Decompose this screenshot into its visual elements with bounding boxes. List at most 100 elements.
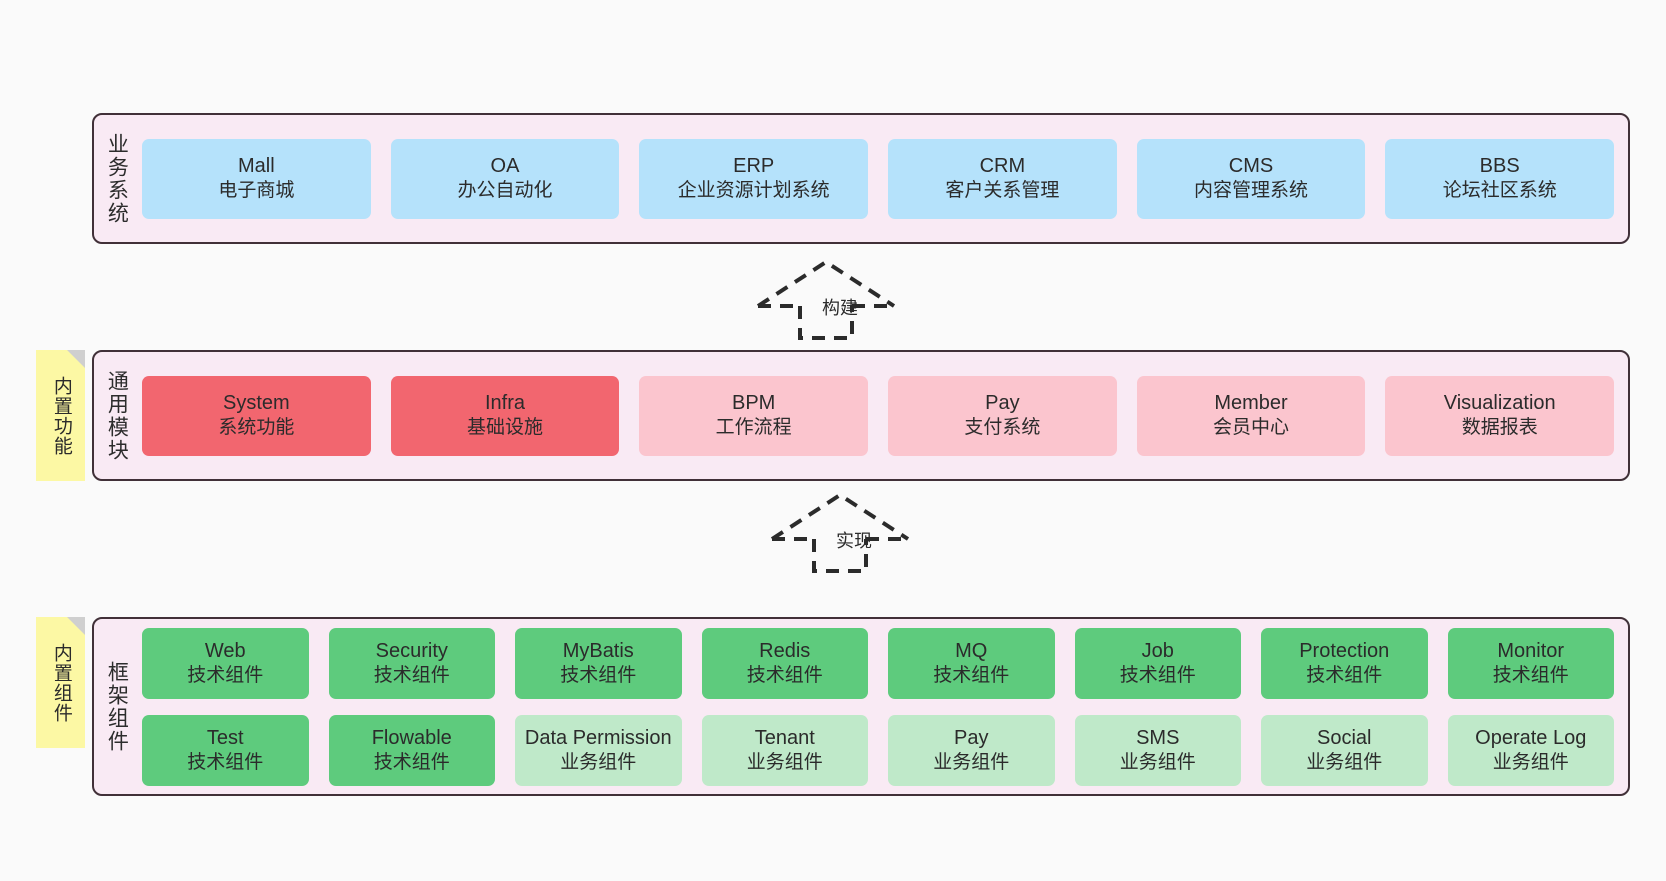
card-row: Mall 电子商城 OA 办公自动化 ERP 企业资源计划系统 CRM 客户关系… [142, 138, 1615, 219]
card-title: Pay [985, 392, 1020, 415]
card-cms[interactable]: CMS 内容管理系统 [1136, 138, 1366, 219]
card-title: Operate Log [1475, 726, 1587, 749]
card-erp[interactable]: ERP 企业资源计划系统 [639, 138, 869, 219]
card-title: Member [1214, 392, 1288, 415]
card-monitor[interactable]: Monitor 技术组件 [1447, 627, 1614, 699]
card-subtitle: 系统功能 [218, 417, 295, 439]
card-test[interactable]: Test 技术组件 [142, 714, 309, 786]
card-title: Test [206, 726, 244, 749]
card-title: Data Permission [524, 726, 672, 749]
card-subtitle: 客户关系管理 [945, 180, 1060, 202]
layer-title-framework-components: 框架组件 [105, 660, 129, 753]
card-pay-module[interactable]: Pay 支付系统 [888, 375, 1117, 456]
arrow-stem-outline [812, 539, 868, 573]
sticky-note-builtin-component: 内置组件 [36, 617, 85, 748]
sticky-note-label: 内置功能 [50, 375, 72, 456]
card-flowable[interactable]: Flowable 技术组件 [328, 714, 495, 786]
card-title: Web [204, 639, 246, 662]
card-web[interactable]: Web 技术组件 [142, 627, 309, 699]
card-data-permission[interactable]: Data Permission 业务组件 [515, 714, 682, 786]
card-redis[interactable]: Redis 技术组件 [701, 627, 868, 699]
arrow-label-implement: 实现 [836, 531, 872, 551]
card-title: Visualization [1443, 392, 1556, 415]
card-subtitle: 企业资源计划系统 [677, 180, 830, 202]
card-subtitle: 电子商城 [218, 180, 295, 202]
card-subtitle: 支付系统 [964, 417, 1041, 439]
card-system[interactable]: System 系统功能 [142, 375, 371, 456]
card-title: Flowable [371, 726, 452, 749]
card-grid-common-modules: System 系统功能 Infra 基础设施 BPM 工作流程 Pay 支付系统… [138, 352, 1628, 479]
card-mall[interactable]: Mall 电子商城 [142, 138, 371, 219]
card-oa[interactable]: OA 办公自动化 [390, 138, 620, 219]
card-title: Pay [954, 726, 989, 749]
arrow-build: 构建 [756, 258, 902, 340]
sticky-note-builtin-function: 内置功能 [36, 350, 85, 481]
card-title: System [222, 392, 290, 415]
card-mybatis[interactable]: MyBatis 技术组件 [515, 627, 682, 699]
card-pay-component[interactable]: Pay 业务组件 [888, 714, 1055, 786]
card-subtitle: 技术组件 [933, 664, 1010, 686]
card-subtitle: 技术组件 [746, 664, 823, 686]
card-title: BBS [1479, 155, 1520, 178]
card-title: ERP [733, 155, 775, 178]
layer-common-modules: 通用模块 System 系统功能 Infra 基础设施 BPM 工作流程 Pay… [92, 350, 1630, 481]
card-protection[interactable]: Protection 技术组件 [1261, 627, 1428, 699]
arrow-label-build: 构建 [822, 298, 858, 318]
card-row: Test 技术组件 Flowable 技术组件 Data Permission … [142, 714, 1614, 786]
arrow-stem-outline [798, 306, 854, 340]
card-subtitle: 业务组件 [1119, 751, 1196, 773]
sticky-note-label: 内置组件 [50, 642, 72, 723]
card-bbs[interactable]: BBS 论坛社区系统 [1385, 138, 1615, 219]
card-subtitle: 技术组件 [1306, 664, 1383, 686]
card-security[interactable]: Security 技术组件 [328, 627, 495, 699]
card-subtitle: 基础设施 [467, 417, 544, 439]
card-operate-log[interactable]: Operate Log 业务组件 [1447, 714, 1614, 786]
card-bpm[interactable]: BPM 工作流程 [639, 375, 869, 456]
card-visualization[interactable]: Visualization 数据报表 [1385, 375, 1615, 456]
card-title: CRM [979, 155, 1026, 178]
card-subtitle: 技术组件 [373, 664, 450, 686]
card-subtitle: 业务组件 [933, 751, 1010, 773]
card-mq[interactable]: MQ 技术组件 [888, 627, 1055, 699]
card-title: Infra [484, 392, 526, 415]
card-subtitle: 技术组件 [187, 751, 264, 773]
card-subtitle: 业务组件 [1306, 751, 1383, 773]
card-grid-business-systems: Mall 电子商城 OA 办公自动化 ERP 企业资源计划系统 CRM 客户关系… [138, 115, 1628, 242]
card-subtitle: 技术组件 [1492, 664, 1569, 686]
card-sms[interactable]: SMS 业务组件 [1074, 714, 1241, 786]
card-title: Protection [1299, 639, 1390, 662]
card-subtitle: 技术组件 [187, 664, 264, 686]
card-subtitle: 业务组件 [560, 751, 637, 773]
card-title: Monitor [1497, 639, 1565, 662]
card-title: Redis [759, 639, 811, 662]
card-grid-framework-components: Web 技术组件 Security 技术组件 MyBatis 技术组件 Redi… [138, 619, 1628, 794]
card-title: SMS [1136, 726, 1180, 749]
card-subtitle: 技术组件 [560, 664, 637, 686]
card-subtitle: 论坛社区系统 [1442, 180, 1557, 202]
layer-title-common-modules: 通用模块 [105, 369, 129, 462]
card-subtitle: 技术组件 [1119, 664, 1196, 686]
card-subtitle: 工作流程 [715, 417, 792, 439]
card-title: CMS [1228, 155, 1274, 178]
card-job[interactable]: Job 技术组件 [1074, 627, 1241, 699]
card-title: Security [375, 639, 448, 662]
layer-title-business-systems: 业务系统 [105, 132, 129, 225]
card-subtitle: 技术组件 [373, 751, 450, 773]
card-title: Job [1141, 639, 1174, 662]
card-subtitle: 数据报表 [1461, 417, 1538, 439]
card-crm[interactable]: CRM 客户关系管理 [888, 138, 1117, 219]
card-title: Social [1317, 726, 1372, 749]
card-member[interactable]: Member 会员中心 [1136, 375, 1366, 456]
card-title: Tenant [754, 726, 815, 749]
card-subtitle: 业务组件 [746, 751, 823, 773]
card-social[interactable]: Social 业务组件 [1261, 714, 1428, 786]
arrow-head-outline [756, 259, 896, 308]
card-title: OA [490, 155, 520, 178]
arrow-implement: 实现 [770, 491, 916, 573]
layer-business-systems: 业务系统 Mall 电子商城 OA 办公自动化 ERP 企业资源计划系统 CRM… [92, 113, 1630, 244]
card-tenant[interactable]: Tenant 业务组件 [701, 714, 868, 786]
card-title: BPM [732, 392, 776, 415]
card-infra[interactable]: Infra 基础设施 [390, 375, 620, 456]
card-title: Mall [238, 155, 275, 178]
